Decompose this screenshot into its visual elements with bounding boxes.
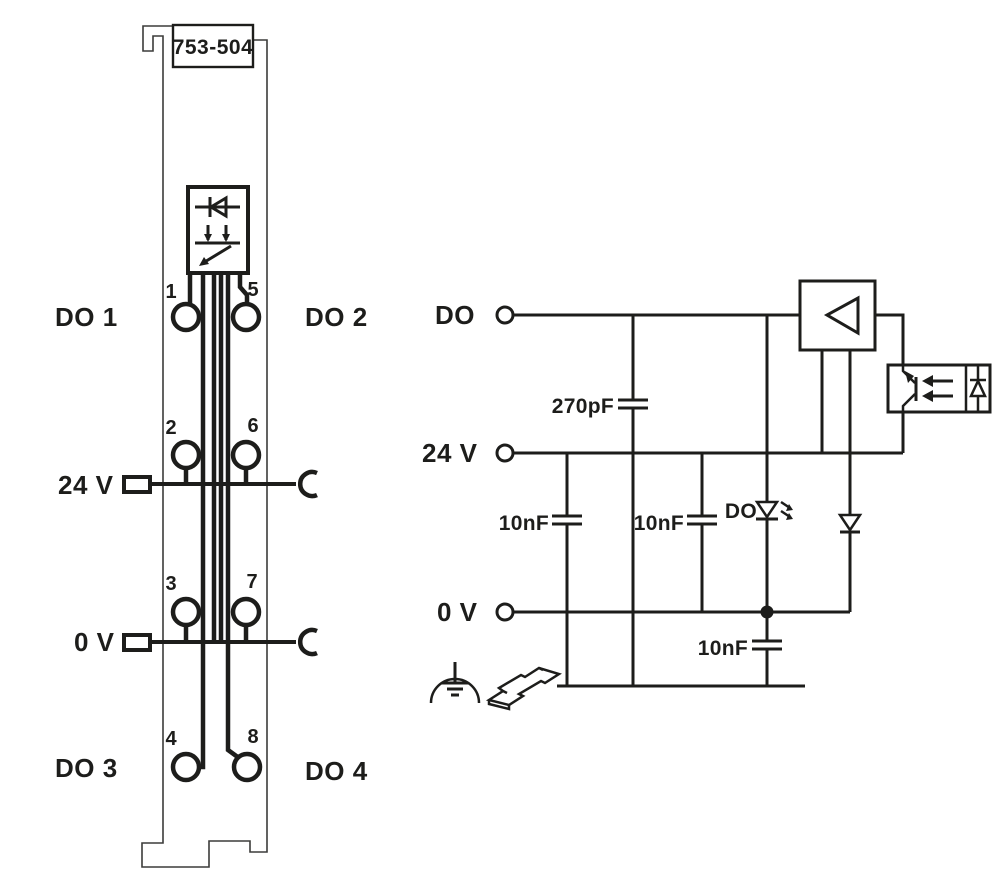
internal-wires [187, 273, 250, 770]
do-terminal-circle [495, 305, 515, 325]
cap-label-10nf-2: 10nF [634, 512, 684, 535]
terminal-3 [170, 596, 202, 628]
terminal-5 [230, 301, 262, 333]
driver-output-wire [875, 313, 905, 365]
terminal-7 [230, 596, 262, 628]
label-24v: 24 V [58, 470, 114, 500]
cap-24v-0v: 10nF [634, 453, 717, 612]
terminal-3-number: 3 [165, 573, 176, 595]
24v-terminal-circle [495, 443, 515, 463]
phototransistor-icon [901, 365, 918, 412]
module-0v-rail [122, 627, 318, 657]
power-contact-left-icon [122, 475, 152, 494]
freewheeling-diode-column [837, 350, 863, 612]
terminal-8 [231, 751, 263, 783]
status-led-icon [195, 225, 240, 266]
schematic-label-do: DO [435, 300, 475, 330]
driver-box [798, 279, 877, 352]
power-contact-right-icon [298, 469, 318, 499]
led-label: DO [725, 500, 757, 523]
terminal-8-number: 8 [247, 726, 258, 748]
optocoupler-box [886, 363, 992, 414]
optocoupler-led-icon [969, 365, 987, 412]
part-number: 753-504 [173, 36, 254, 59]
terminal-6 [230, 439, 262, 471]
part-number-box [171, 23, 255, 69]
terminal-stems [183, 468, 249, 642]
schematic-label-0v: 0 V [437, 597, 478, 627]
status-led-indicator-icon [754, 500, 793, 521]
cap-label-10nf-1: 10nF [499, 512, 549, 535]
schematic-label-24v: 24 V [422, 438, 478, 468]
channel-schematic: DO 24 V 0 V 10nF 270pF [422, 279, 992, 711]
terminal-1 [170, 301, 202, 333]
suppressor-diode-icon [195, 195, 240, 219]
label-do1: DO 1 [55, 302, 118, 332]
label-do2: DO 2 [305, 302, 368, 332]
label-do4: DO 4 [305, 756, 368, 786]
terminal-2-number: 2 [165, 417, 176, 439]
label-do3: DO 3 [55, 753, 118, 783]
freewheeling-diode-icon [837, 513, 863, 533]
module-outline [141, 25, 268, 868]
led-column: DO 10nF [698, 315, 793, 686]
terminal-4-number: 4 [165, 728, 177, 750]
module-24v-rail [122, 469, 318, 499]
terminal-2 [170, 439, 202, 471]
cap-label-10nf-3: 10nF [698, 637, 748, 660]
schematic-rails [513, 313, 903, 688]
label-0v: 0 V [74, 627, 115, 657]
din-rail-icon [485, 666, 562, 711]
power-contact-right-icon-2 [298, 627, 318, 657]
cap-do-pe: 270pF [552, 315, 648, 686]
status-led-box [186, 185, 250, 275]
light-arrows-icon [922, 375, 953, 402]
terminal-7-number: 7 [246, 571, 257, 593]
power-contact-left-icon-2 [122, 633, 152, 652]
bus-terminal-module: 753-504 [55, 23, 368, 868]
driver-icon [823, 295, 860, 336]
terminal-6-number: 6 [247, 415, 258, 437]
cap-label-270pf: 270pF [552, 395, 614, 418]
terminal-4 [170, 751, 202, 783]
0v-terminal-circle [495, 602, 515, 622]
terminal-1-number: 1 [165, 281, 176, 303]
earth-ground-icon [429, 662, 481, 704]
terminal-5-number: 5 [247, 279, 258, 301]
cap-24v-pe: 10nF [499, 453, 582, 686]
